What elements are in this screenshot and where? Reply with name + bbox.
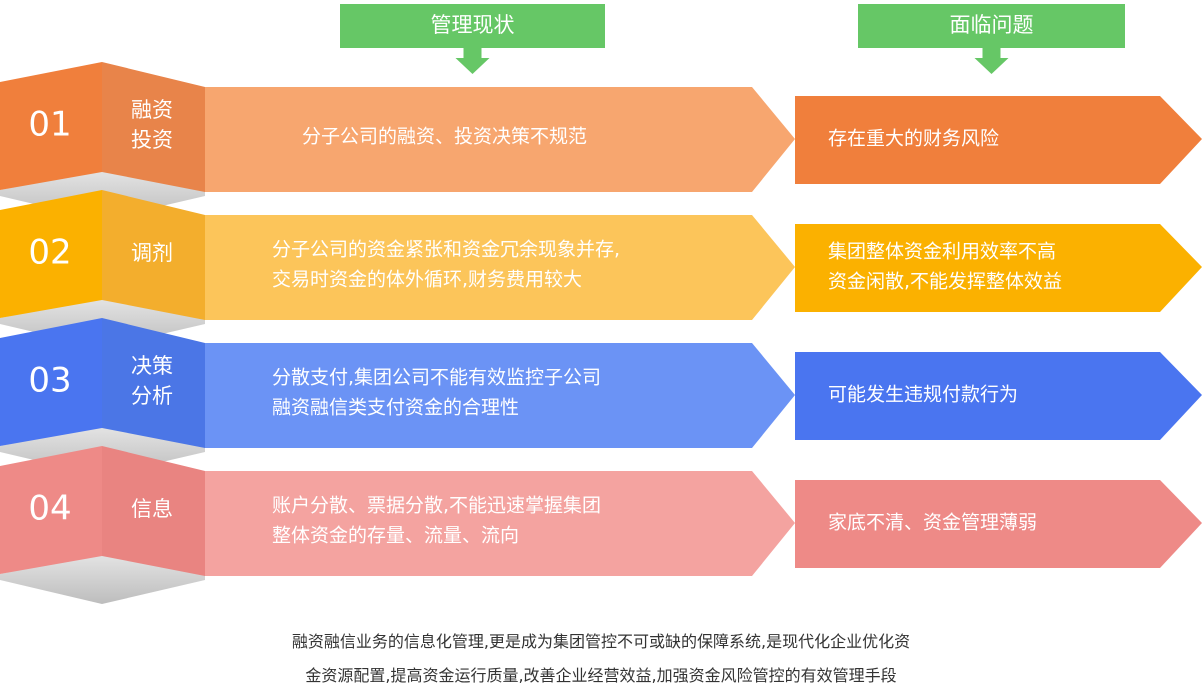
status-band — [205, 471, 795, 576]
label-face — [102, 318, 205, 448]
number-badge — [0, 62, 102, 190]
row-number: 01 — [28, 105, 71, 145]
problem-text-line: 可能发生违规付款行为 — [828, 384, 1018, 406]
problem-arrow — [795, 96, 1202, 184]
row-number: 02 — [28, 233, 71, 273]
status-text-line: 融资融信类支付资金的合理性 — [272, 397, 519, 419]
problem-arrow — [795, 352, 1202, 440]
status-text-line: 交易时资金的体外循环,财务费用较大 — [272, 269, 582, 291]
row-number: 04 — [28, 489, 71, 529]
row-2: 02 调剂 分子公司的资金紧张和资金冗余现象并存, 交易时资金的体外循环,财务费用较大… — [0, 190, 1202, 348]
row-label-line: 调剂 — [131, 241, 173, 265]
label-face — [102, 446, 205, 576]
row-label-line: 信息 — [131, 497, 173, 521]
header-status-text: 管理现状 — [431, 13, 515, 37]
row-label-line: 决策 — [131, 354, 173, 378]
status-text-line: 分子公司的资金紧张和资金冗余现象并存, — [272, 239, 620, 261]
label-face — [102, 62, 205, 192]
header-problem-arrow — [974, 48, 1009, 74]
status-text-line: 整体资金的存量、流量、流向 — [272, 525, 519, 547]
label-face — [102, 190, 205, 320]
row-label-line: 分析 — [131, 384, 173, 408]
row-label-line: 融资 — [131, 98, 173, 122]
header-status-box — [340, 4, 605, 48]
problem-text-line: 集团整体资金利用效率不高 — [828, 241, 1056, 263]
status-band — [205, 343, 795, 448]
row-label-line: 投资 — [131, 128, 173, 152]
row-number: 03 — [28, 361, 71, 401]
problem-text-line: 家底不清、资金管理薄弱 — [828, 512, 1037, 534]
header-problem-box — [858, 4, 1125, 48]
summary-line-2: 金资源配置,提高资金运行质量,改善企业经营效益,加强资金风险管控的有效管理手段 — [305, 666, 897, 685]
problem-text-line: 存在重大的财务风险 — [828, 128, 999, 150]
header-status-arrow — [455, 48, 490, 74]
number-badge — [0, 190, 102, 318]
status-text-line: 账户分散、票据分散,不能迅速掌握集团 — [272, 495, 601, 517]
problem-arrow — [795, 224, 1202, 312]
status-text-line: 分散支付,集团公司不能有效监控子公司 — [272, 367, 601, 389]
status-text-line: 分子公司的融资、投资决策不规范 — [302, 126, 587, 148]
header-status: 管理现状 — [340, 4, 605, 74]
header-problem-text: 面临问题 — [950, 13, 1034, 37]
problem-arrow — [795, 480, 1202, 568]
number-badge — [0, 446, 102, 574]
row-shadow — [0, 554, 205, 604]
problem-text-line: 资金闲散,不能发挥整体效益 — [828, 271, 1062, 293]
number-badge — [0, 318, 102, 446]
header-problem: 面临问题 — [858, 4, 1125, 74]
status-band — [205, 215, 795, 320]
summary-line-1: 融资融信业务的信息化管理,更是成为集团管控不可或缺的保障系统,是现代化企业优化资 — [291, 632, 911, 651]
status-band — [205, 87, 795, 192]
